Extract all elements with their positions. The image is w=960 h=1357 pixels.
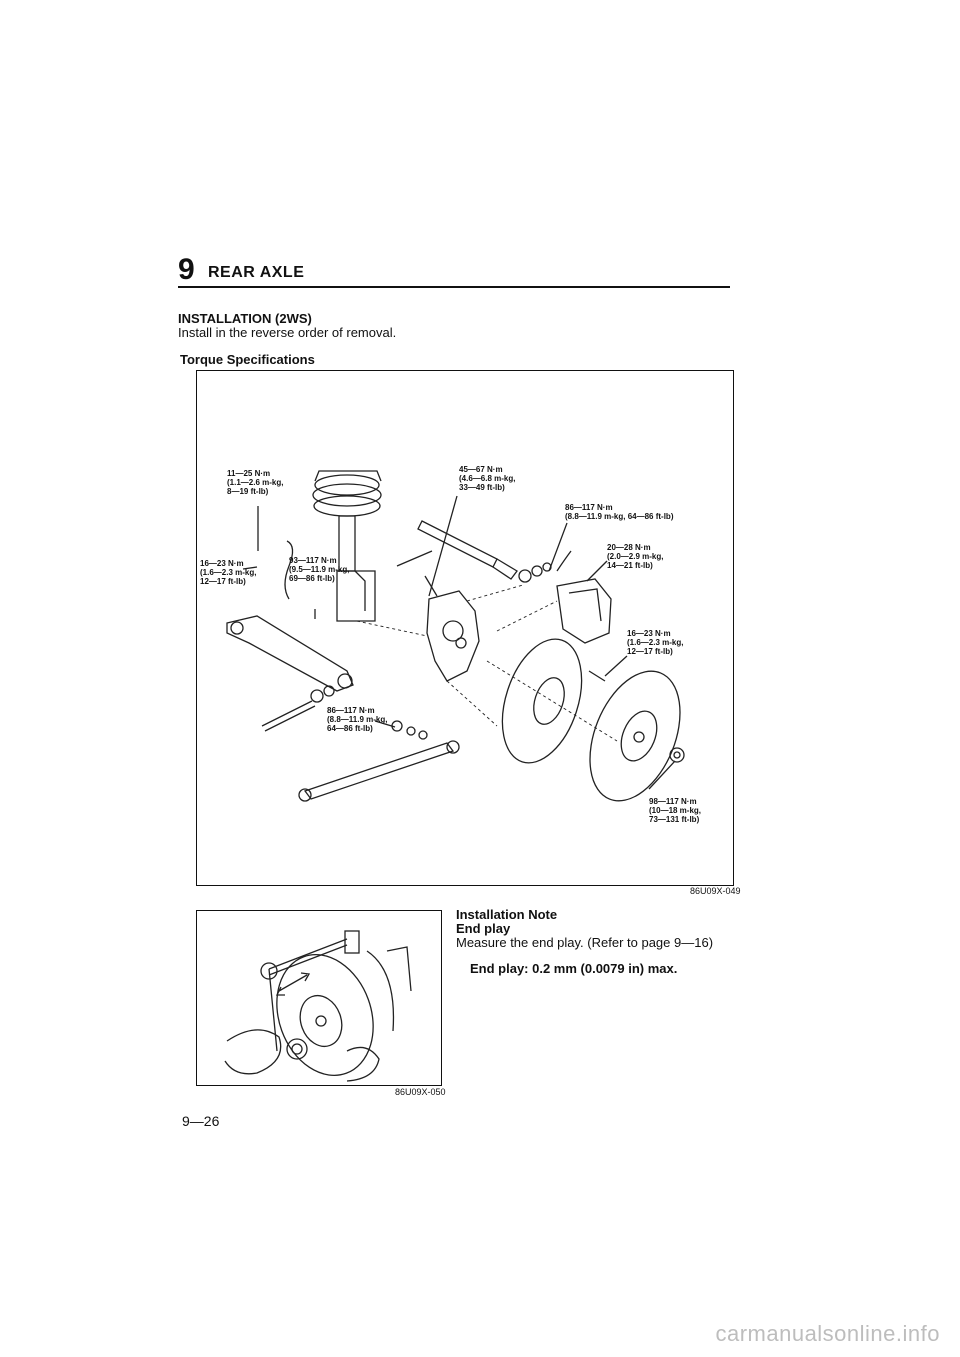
torque-label-caliper-bracket: 20—28 N·m (2.0—2.9 m-kg, 14—21 ft-lb)	[607, 543, 664, 570]
torque-label-link-nut: 86—117 N·m (8.8—11.9 m-kg, 64—86 ft-lb)	[565, 503, 674, 521]
section-body: Install in the reverse order of removal.	[178, 325, 397, 340]
section-heading: INSTALLATION (2WS)	[178, 311, 312, 326]
header-rule	[178, 286, 730, 288]
chapter-title: REAR AXLE	[208, 264, 305, 281]
watermark: carmanualsonline.info	[715, 1321, 940, 1346]
torque-label-upper-link: 45—67 N·m (4.6—6.8 m-kg, 33—49 ft-lb)	[459, 465, 516, 492]
page-number: 9—26	[182, 1113, 220, 1129]
chapter-number: 9	[178, 253, 195, 286]
figure2-code: 86U09X-050	[395, 1087, 446, 1097]
installation-note-heading: Installation Note	[456, 907, 558, 922]
rear-axle-exploded-drawing	[226, 470, 685, 802]
torque-subheading: Torque Specifications	[180, 352, 315, 367]
torque-label-stabilizer-bolt: 11—25 N·m (1.1—2.6 m-kg, 8—19 ft-lb)	[227, 469, 284, 496]
dial-gauge-drawing	[224, 930, 412, 1082]
end-play-heading: End play	[456, 921, 511, 936]
torque-label-hub-nut: 98—117 N·m (10—18 m-kg, 73—131 ft-lb)	[649, 797, 702, 824]
torque-label-strut-nut: 93—117 N·m (9.5—11.9 m-kg, 69—86 ft-lb)	[289, 556, 350, 583]
figure1-code: 86U09X-049	[690, 886, 741, 896]
torque-label-lower-link: 86—117 N·m (8.8—11.9 m-kg, 64—86 ft-lb)	[327, 706, 388, 733]
end-play-spec: End play: 0.2 mm (0.0079 in) max.	[470, 961, 678, 976]
end-play-instruction: Measure the end play. (Refer to page 9—1…	[456, 935, 714, 950]
torque-diagram-figure: 11—25 N·m (1.1—2.6 m-kg, 8—19 ft-lb) 16—…	[196, 370, 734, 886]
torque-label-caliper-bolt: 16—23 N·m (1.6—2.3 m-kg, 12—17 ft-lb)	[627, 629, 684, 656]
end-play-figure	[196, 910, 442, 1086]
torque-label-hose-bracket: 16—23 N·m (1.6—2.3 m-kg, 12—17 ft-lb)	[200, 559, 257, 586]
